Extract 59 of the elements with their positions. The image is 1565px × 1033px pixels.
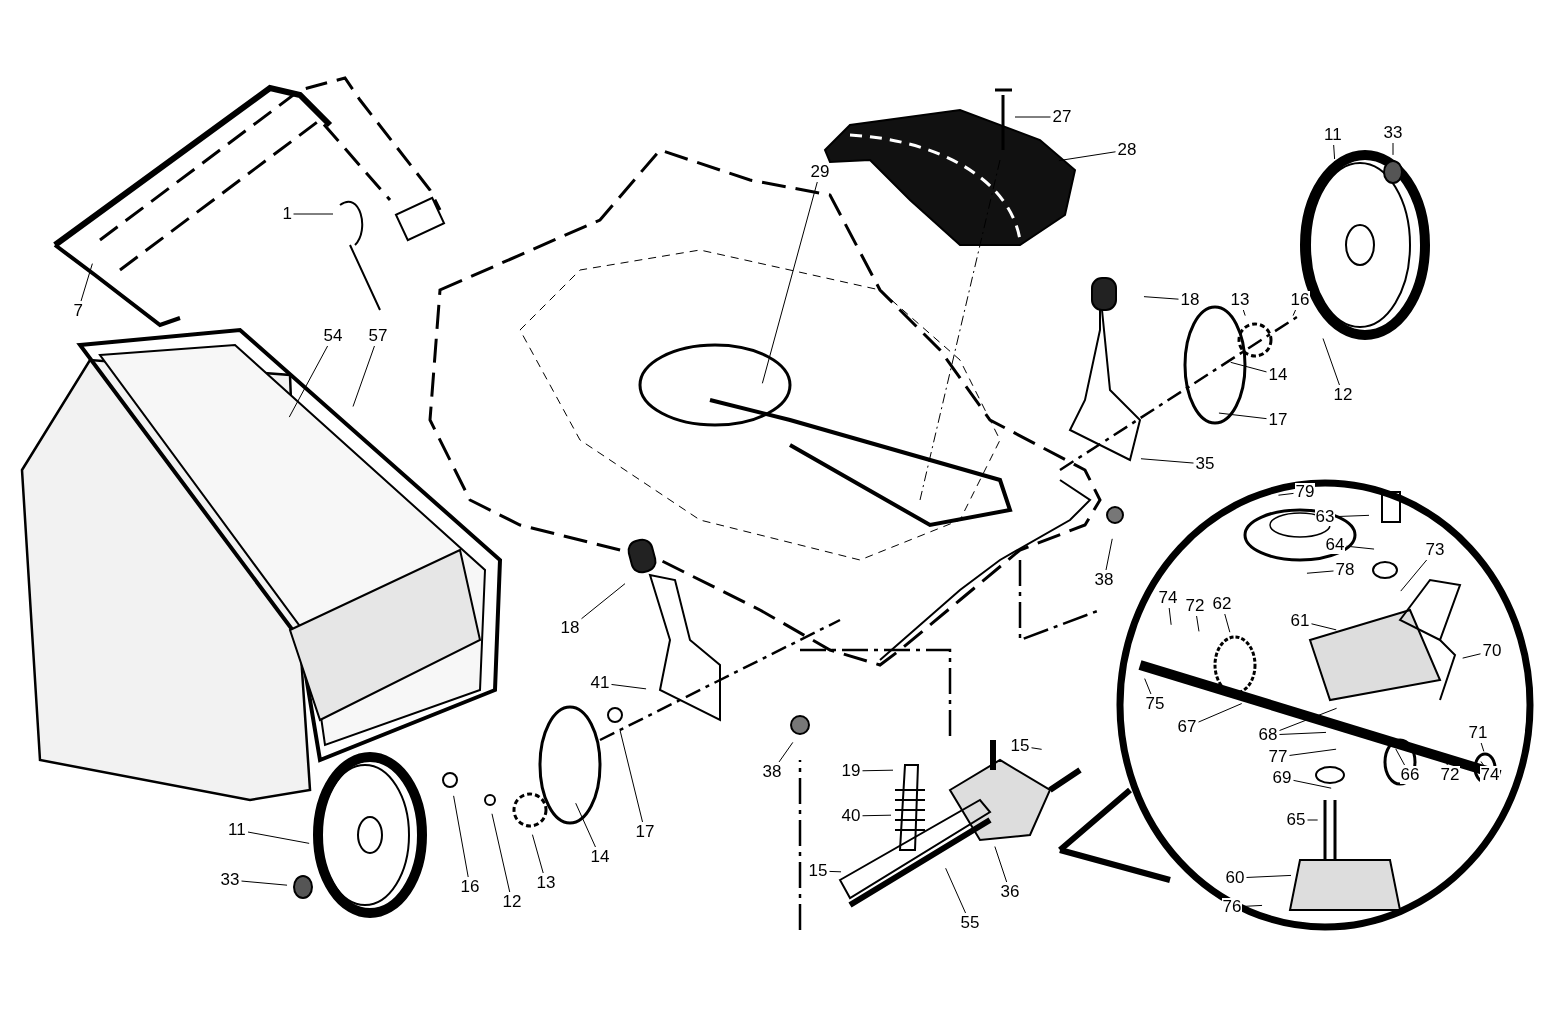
leader-line: [1168, 607, 1172, 626]
leader-line: [1246, 874, 1292, 878]
leader-line: [862, 769, 894, 772]
leader-line: [1462, 653, 1481, 659]
leader-line: [241, 880, 288, 886]
leader-line: [1322, 338, 1340, 386]
leader-line: [1306, 570, 1334, 574]
leader-line: [80, 263, 93, 302]
leader-line: [1143, 296, 1179, 300]
leader-line: [491, 813, 511, 893]
leader-line: [1293, 779, 1332, 789]
leader-line: [1144, 678, 1152, 695]
leader-line: [575, 802, 596, 848]
leader-line: [1014, 116, 1051, 118]
leader-line: [1307, 819, 1319, 821]
leader-line: [1480, 761, 1484, 766]
leader-line: [1279, 707, 1338, 731]
callout-number: 64: [1324, 536, 1346, 554]
callout-number: 63: [1314, 508, 1336, 526]
leader-line: [619, 730, 644, 823]
leader-line: [1242, 309, 1246, 317]
leader-line: [1289, 748, 1337, 756]
leader-line: [1224, 613, 1231, 633]
leader-line: [761, 181, 818, 384]
leader-line: [1218, 412, 1267, 420]
leader-line: [1346, 545, 1375, 550]
leader-line: [1395, 748, 1406, 766]
leader-line: [1196, 615, 1200, 632]
leader-line: [1277, 492, 1294, 496]
callout-number: 66: [1399, 766, 1421, 784]
leader-line: [1230, 361, 1267, 373]
leader-line: [1279, 731, 1327, 735]
leader-line: [352, 345, 375, 407]
leader-line: [1031, 747, 1043, 750]
leader-line: [945, 867, 967, 914]
leader-line: [862, 814, 892, 817]
leader-line: [453, 795, 469, 878]
leader-line: [829, 870, 842, 873]
leader-line: [994, 846, 1008, 883]
leader-line: [778, 741, 794, 763]
leader-line: [1333, 144, 1336, 160]
leader-line: [1198, 703, 1243, 723]
leader-line: [1336, 514, 1370, 518]
leader-line: [1105, 538, 1113, 571]
leader-line: [1480, 742, 1485, 752]
callout-number: 74: [1479, 766, 1501, 784]
leader-line: [288, 345, 329, 418]
leader-line: [1140, 458, 1194, 464]
leader-line: [1058, 151, 1116, 162]
leader-line: [1392, 142, 1394, 156]
leader-line: [1243, 904, 1263, 907]
leader-line: [1311, 623, 1337, 631]
leader-line: [611, 683, 647, 690]
leader-line: [531, 834, 544, 874]
leader-line: [1292, 309, 1297, 317]
leader-line: [247, 831, 310, 844]
leader-line: [293, 213, 334, 215]
leader-line: [1400, 559, 1428, 592]
leader-line: [581, 583, 626, 620]
